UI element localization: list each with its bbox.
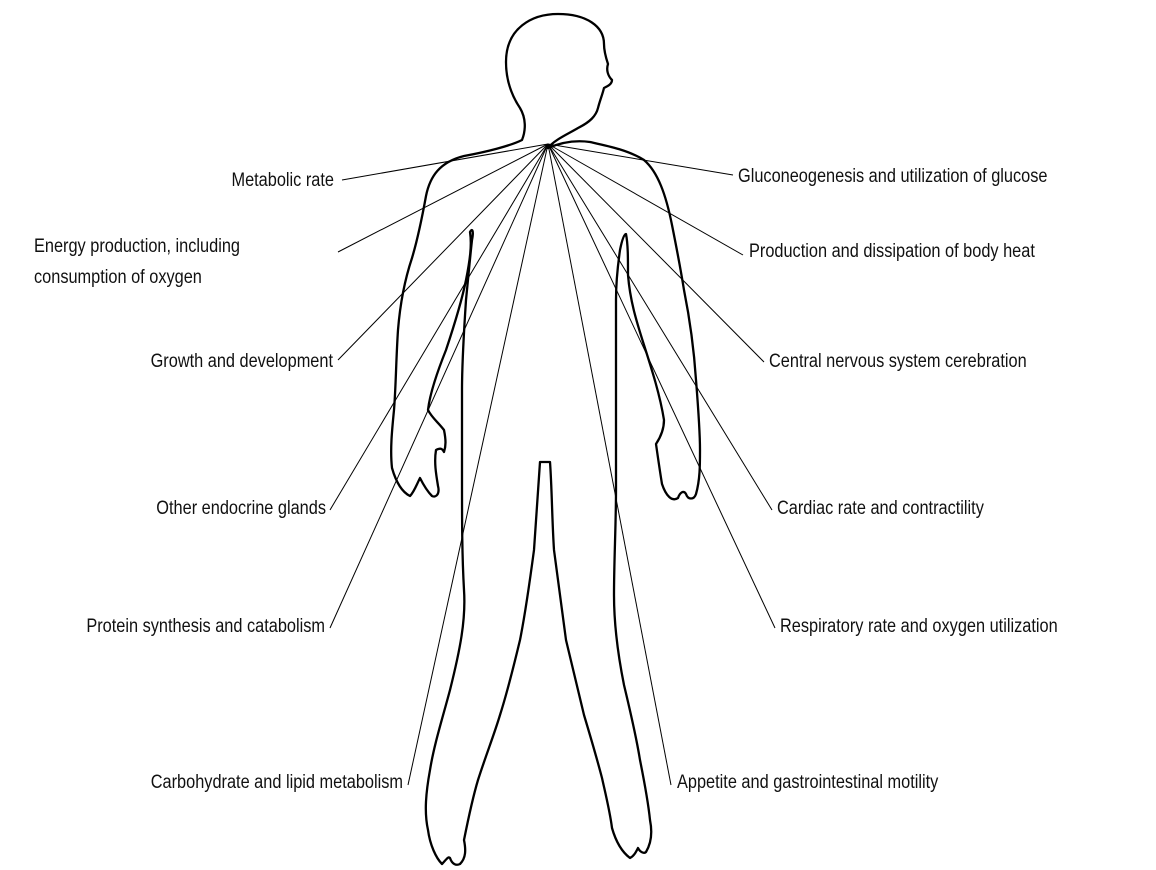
label-cns-cerebration: Central nervous system cerebration [769,350,1027,371]
leader-line-energy-production [338,144,548,252]
label-protein-synthesis: Protein synthesis and catabolism [86,615,325,636]
human-body-outline [391,14,700,865]
leader-line-respiratory-rate [548,144,775,628]
label-energy-production-line1: Energy production, including [34,235,240,256]
leader-line-metabolic-rate [342,144,548,180]
leader-line-endocrine-glands [330,144,548,510]
leader-line-growth-development [338,144,548,360]
label-body-heat: Production and dissipation of body heat [749,240,1035,261]
label-growth-development: Growth and development [151,350,333,371]
label-carbohydrate-lipid: Carbohydrate and lipid metabolism [151,771,403,792]
label-respiratory-rate: Respiratory rate and oxygen utilization [780,615,1058,636]
leader-lines [330,144,775,785]
label-appetite-gi: Appetite and gastrointestinal motility [677,771,938,792]
leader-line-appetite-gi [548,144,671,785]
label-cardiac-rate: Cardiac rate and contractility [777,497,984,518]
right-labels: Gluconeogenesis and utilization of gluco… [677,165,1058,792]
label-endocrine-glands: Other endocrine glands [156,497,326,518]
leader-line-cardiac-rate [548,144,772,510]
leader-line-protein-synthesis [330,144,548,628]
leader-line-carbohydrate-lipid [408,144,548,785]
label-gluconeogenesis: Gluconeogenesis and utilization of gluco… [738,165,1048,186]
label-energy-production-line2: consumption of oxygen [34,266,202,287]
label-metabolic-rate: Metabolic rate [231,169,334,190]
